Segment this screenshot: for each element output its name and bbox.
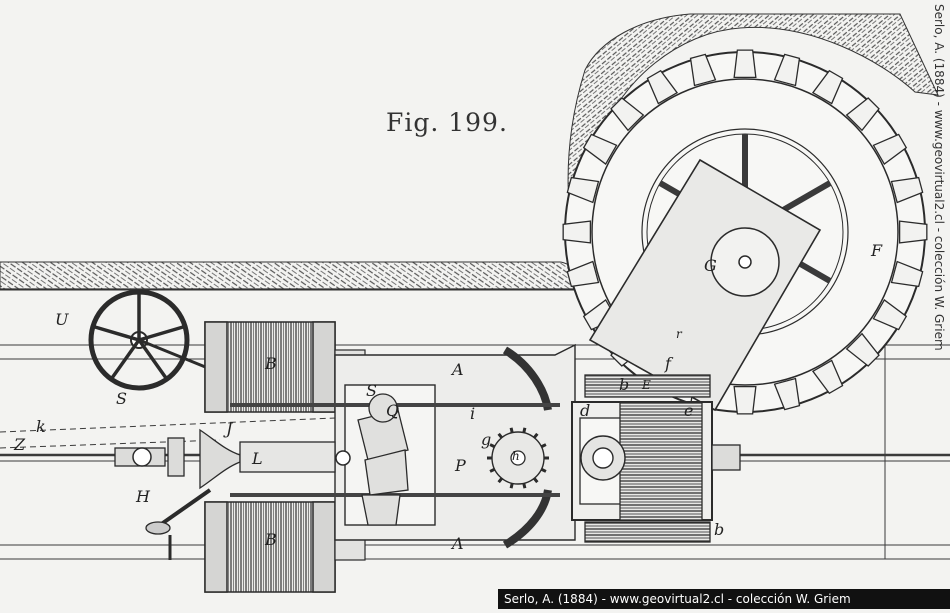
label-e: e bbox=[684, 401, 694, 420]
label-L: L bbox=[252, 449, 263, 468]
cutter-tooth bbox=[566, 176, 600, 204]
spur-tooth bbox=[540, 443, 547, 449]
spur-gear bbox=[487, 427, 549, 489]
cutter-tooth bbox=[773, 53, 801, 87]
figure-title: Fig. 199. bbox=[386, 108, 508, 137]
label-f: f bbox=[665, 354, 671, 373]
label-r: r bbox=[676, 327, 682, 341]
lever bbox=[145, 488, 212, 560]
label-k: k bbox=[36, 417, 46, 436]
label-B-bottom: B bbox=[265, 530, 277, 549]
label-P: P bbox=[455, 456, 466, 475]
spur-tooth bbox=[533, 432, 539, 439]
motor-top bbox=[204, 321, 366, 413]
spur-tooth bbox=[497, 432, 503, 439]
spur-tooth bbox=[533, 477, 539, 484]
cutter-tooth bbox=[646, 69, 679, 105]
cutter-tooth bbox=[610, 97, 645, 132]
cutter-tooth bbox=[566, 260, 600, 288]
label-A-top: A bbox=[452, 360, 464, 379]
cutter-tooth bbox=[898, 220, 928, 244]
cutter-tooth bbox=[811, 359, 844, 395]
cutter-tooth bbox=[773, 377, 801, 411]
label-S-left: S bbox=[116, 389, 127, 408]
label-B-top: B bbox=[265, 354, 277, 373]
cutter-tooth bbox=[890, 176, 924, 204]
label-Z: Z bbox=[14, 435, 26, 454]
cutter-tooth bbox=[582, 133, 618, 166]
label-d: d bbox=[580, 401, 591, 420]
credit-bar: Serlo, A. (1884) - www.geovirtual2.cl - … bbox=[498, 589, 950, 609]
spur-tooth bbox=[522, 427, 527, 433]
cutter-arm bbox=[588, 158, 822, 412]
cutter-tooth bbox=[689, 53, 717, 87]
spur-tooth bbox=[489, 467, 496, 473]
label-G: G bbox=[704, 256, 717, 275]
side-credit: Serlo, A. (1884) - www.geovirtual2.cl - … bbox=[932, 4, 946, 351]
bevel-gears bbox=[357, 393, 409, 526]
spur-tooth bbox=[509, 483, 514, 489]
cutter-tooth bbox=[733, 49, 757, 79]
cutter-tooth bbox=[733, 385, 757, 415]
label-U: U bbox=[55, 310, 69, 329]
worm-box bbox=[571, 374, 741, 543]
spur-tooth bbox=[540, 467, 547, 473]
label-J: J bbox=[226, 419, 233, 438]
label-S-mid: S bbox=[366, 381, 377, 400]
label-g: g bbox=[481, 430, 492, 449]
cutter-tooth bbox=[845, 97, 880, 132]
cutter-tooth bbox=[845, 332, 880, 367]
label-b-bottom: b bbox=[714, 520, 725, 539]
label-i: i bbox=[470, 404, 476, 423]
label-Q: Q bbox=[386, 401, 400, 420]
label-b-top: b bbox=[619, 375, 630, 394]
label-h: h bbox=[512, 449, 520, 463]
cutter-tooth bbox=[872, 298, 908, 331]
cutter-tooth bbox=[811, 69, 844, 105]
motor-bottom bbox=[204, 501, 366, 593]
cutter-tooth bbox=[872, 133, 908, 166]
spur-tooth bbox=[522, 483, 527, 489]
cutter-tooth bbox=[890, 260, 924, 288]
label-A-bottom: A bbox=[452, 534, 464, 553]
label-F: F bbox=[871, 241, 883, 260]
spur-tooth bbox=[489, 443, 496, 449]
label-E: E bbox=[642, 378, 651, 392]
spur-tooth bbox=[509, 427, 514, 433]
cutter-tooth bbox=[562, 220, 592, 244]
spur-tooth bbox=[497, 477, 503, 484]
drive-shaft bbox=[114, 428, 351, 490]
label-H: H bbox=[136, 487, 150, 506]
